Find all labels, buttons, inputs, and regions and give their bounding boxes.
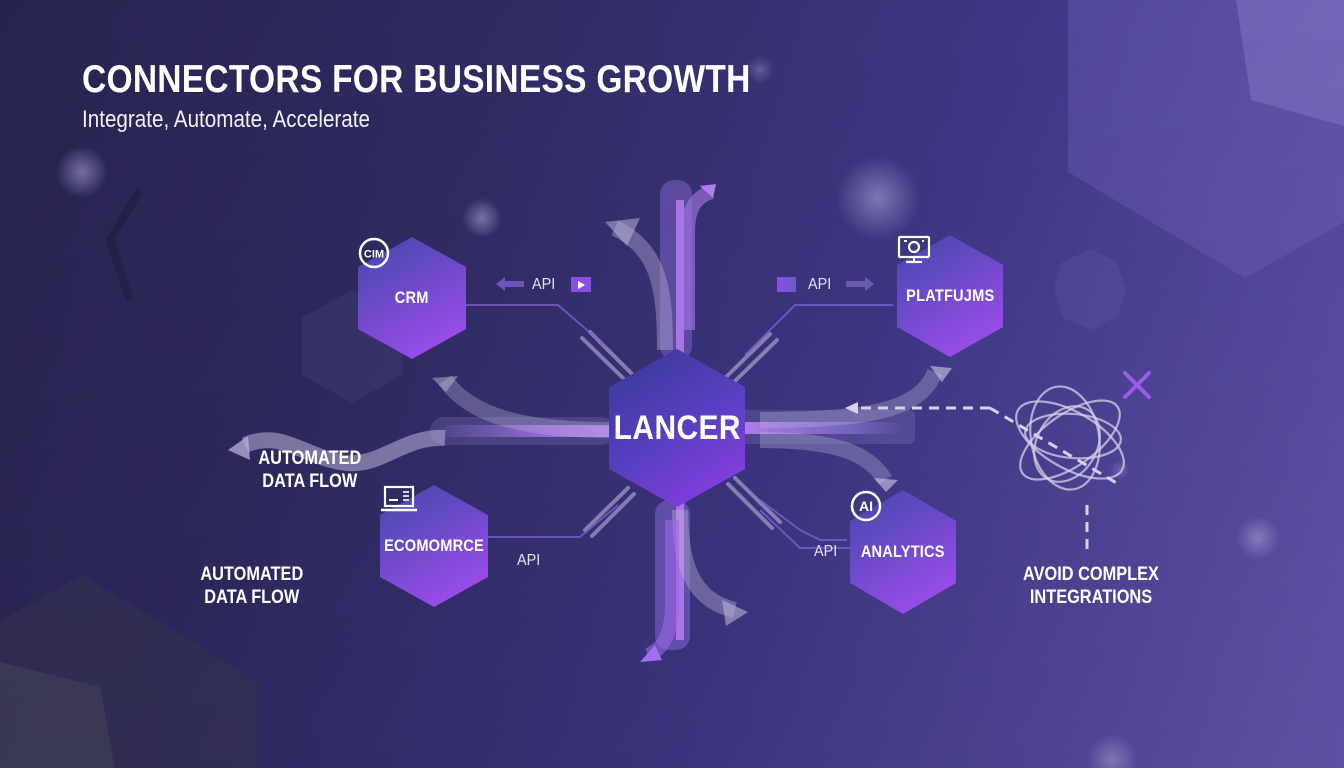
hub-lancer[interactable]: LANCER [609,349,745,507]
node-crm-label: CRM [395,288,429,307]
laptop-icon [381,485,417,512]
api-badge-icon [777,277,796,292]
node-crm[interactable]: CIM CRM [358,237,466,359]
tangle-icon [1015,385,1125,491]
arrow-left-icon [496,277,524,291]
hexagon-shape [897,235,1003,357]
api-label-crm: API [532,276,556,293]
node-ecommerce-label: ECOMOMRCE [384,536,484,555]
arrow-right-icon [846,277,874,291]
hexagon-shape [850,490,956,614]
bg-hexagon-large [1068,0,1344,278]
play-icon [571,277,591,292]
crm-badge-icon: CIM [358,237,390,269]
node-analytics-label: ANALYTICS [861,542,945,561]
close-x-icon [1123,371,1151,399]
caption-automated-flow-bottom: AUTOMATED DATA FLOW [200,564,304,608]
ai-badge-icon: AI [850,490,882,522]
hexagon-shape [609,349,745,507]
hub-label: LANCER [613,408,741,447]
caption-automated-flow-top: AUTOMATED DATA FLOW [258,448,362,492]
node-analytics[interactable]: AI ANALYTICS [850,490,956,614]
node-platforms[interactable]: PLATFUJMS [897,235,1003,357]
api-label-ecommerce: API [517,552,541,569]
page-subtitle: Integrate, Automate, Accelerate [82,106,370,133]
svg-text:CIM: CIM [364,249,384,261]
hexagon-shape [380,485,488,607]
page-title: CONNECTORS FOR BUSINESS GROWTH [82,58,751,101]
node-ecommerce[interactable]: ECOMOMRCE [380,485,488,607]
svg-text:AI: AI [859,498,873,514]
caption-avoid-complex: AVOID COMPLEX INTEGRATIONS [1023,564,1159,608]
bg-hexagon-corner [1236,0,1344,126]
api-label-platforms: API [808,276,832,293]
monitor-camera-icon [897,235,931,264]
hexagon-shape [358,237,466,359]
node-platforms-label: PLATFUJMS [905,286,995,305]
api-label-analytics: API [814,543,838,560]
